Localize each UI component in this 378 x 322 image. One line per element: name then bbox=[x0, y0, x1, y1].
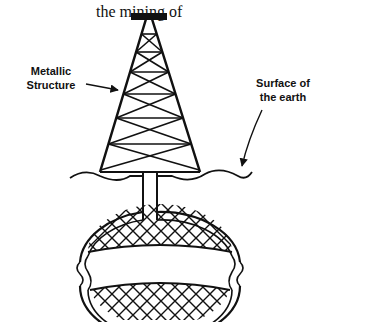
derrick bbox=[100, 14, 200, 172]
part-label: Metallic Structure bbox=[20, 64, 82, 93]
leader-line bbox=[86, 84, 118, 90]
earth-surface bbox=[70, 170, 252, 180]
derrick-base bbox=[100, 171, 200, 173]
derrick-bracing bbox=[101, 34, 200, 170]
derrick-legs bbox=[100, 19, 200, 172]
part-label: Surface of the earth bbox=[250, 76, 316, 105]
reservoir bbox=[77, 200, 243, 322]
heading-fragment: the mining of bbox=[96, 2, 236, 23]
leader-line bbox=[242, 110, 262, 166]
